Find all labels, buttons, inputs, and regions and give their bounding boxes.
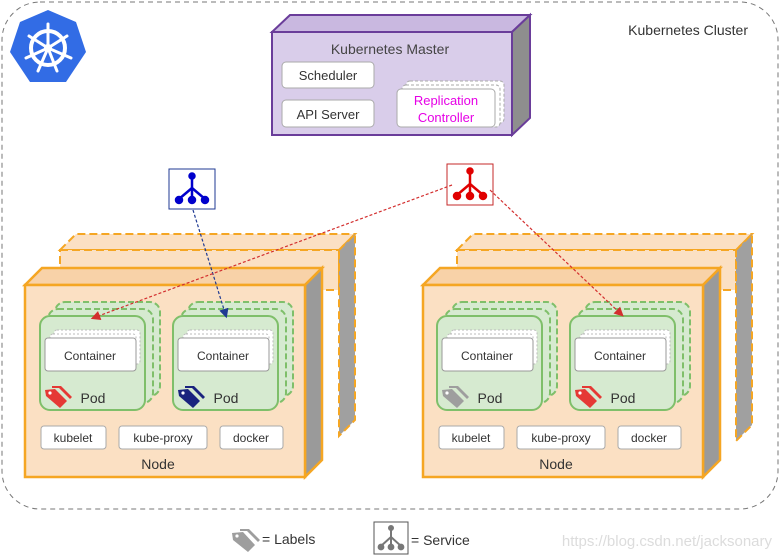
pod-label: Pod [478, 390, 503, 406]
replication-controller-label-line2: Controller [418, 110, 475, 125]
docker-label: docker [631, 431, 667, 445]
container-label: Container [64, 349, 116, 363]
kube-proxy-box [516, 425, 606, 450]
master-title: Kubernetes Master [331, 41, 450, 57]
container-label: Container [461, 349, 513, 363]
pod-left-2: Container Pod [172, 301, 294, 411]
docker-label: docker [233, 431, 269, 445]
legend-labels-text: = Labels [262, 531, 315, 547]
node-right: Container Pod Container Pod [419, 264, 724, 481]
legend-service-icon [373, 521, 409, 555]
legend-service-text: = Service [411, 532, 470, 548]
docker-box [617, 425, 682, 450]
api-server-label: API Server [297, 107, 361, 122]
kube-proxy-label: kube-proxy [531, 431, 590, 445]
container-label: Container [594, 349, 646, 363]
pod-label: Pod [214, 390, 239, 406]
kubernetes-master: Kubernetes Master Scheduler API Server R… [269, 12, 533, 138]
blue-service-icon [168, 168, 216, 210]
container-box [177, 337, 270, 372]
replication-controller-label-line1: Replication [414, 93, 478, 108]
cluster-boundary [1, 1, 779, 510]
container-label: Container [197, 349, 249, 363]
kubelet-box [438, 425, 505, 450]
container-box [44, 337, 137, 372]
docker-box [219, 425, 284, 450]
pod-left-1: Container Pod [39, 301, 161, 411]
watermark: https://blog.csdn.net/jacksonary [562, 533, 773, 550]
kubelet-label: kubelet [54, 431, 93, 445]
kubelet-box [40, 425, 107, 450]
red-service-icon [446, 163, 494, 206]
label-tag-icon [442, 386, 469, 408]
kube-proxy-label: kube-proxy [133, 431, 192, 445]
node-label: Node [141, 456, 175, 472]
kubelet-label: kubelet [452, 431, 491, 445]
label-tag-icon [575, 386, 602, 408]
container-box [574, 337, 667, 372]
pod-label: Pod [611, 390, 636, 406]
node-label: Node [539, 456, 573, 472]
api-server-box [281, 99, 375, 128]
legend-label-tag-icon [232, 529, 260, 552]
cluster-title: Kubernetes Cluster [628, 22, 748, 38]
pod-label: Pod [81, 390, 106, 406]
pod-right-2: Container Pod [569, 301, 691, 411]
legend: = Labels = Service [232, 521, 470, 555]
label-tag-icon [45, 386, 72, 408]
label-tag-icon [178, 386, 205, 408]
red-service-connector-right [489, 189, 624, 317]
red-service-connector-left [90, 184, 453, 320]
pod-right-1: Container Pod [436, 301, 558, 411]
scheduler-label: Scheduler [299, 68, 358, 83]
node-left: Container Pod Container Pod [21, 264, 326, 481]
container-box [441, 337, 534, 372]
kubernetes-logo-icon [10, 10, 86, 82]
scheduler-box [281, 61, 375, 89]
replication-controller-box [396, 88, 496, 128]
blue-service-connector [192, 209, 229, 319]
kube-proxy-box [118, 425, 208, 450]
